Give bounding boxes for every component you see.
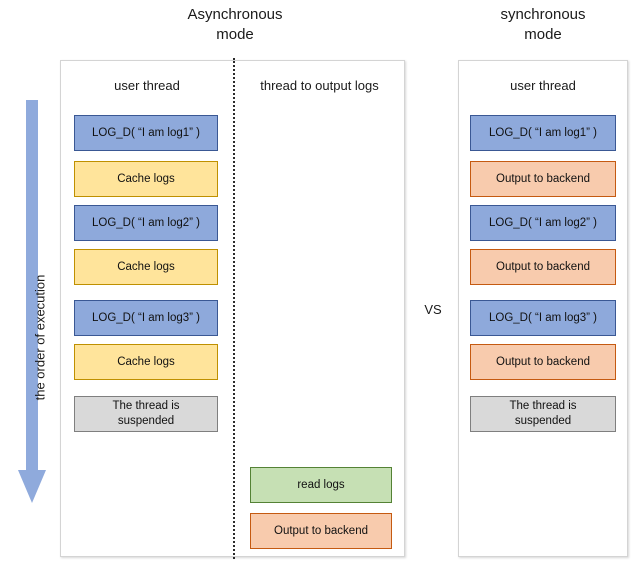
async-step-read-logs[interactable]: read logs (250, 467, 392, 503)
order-of-execution-arrow-group: the order of execution (17, 100, 48, 505)
down-arrow-icon (18, 100, 46, 503)
sync-step-log3[interactable]: LOG_D( “I am log3” ) (470, 300, 616, 336)
async-step-log1[interactable]: LOG_D( “I am log1” ) (74, 115, 218, 151)
async-user-thread-header: user thread (114, 78, 180, 93)
sync-step-log2[interactable]: LOG_D( “I am log2” ) (470, 205, 616, 241)
thread-divider-dotted-line (233, 58, 235, 559)
async-step-cache-logs-1[interactable]: Cache logs (74, 161, 218, 197)
sync-step-output-to-backend-3[interactable]: Output to backend (470, 344, 616, 380)
vs-label: VS (424, 302, 442, 317)
async-step-cache-logs-2[interactable]: Cache logs (74, 249, 218, 285)
async-step-output-to-backend[interactable]: Output to backend (250, 513, 392, 549)
sync-step-thread-suspended[interactable]: The thread is suspended (470, 396, 616, 432)
sync-mode-title: synchronous mode (500, 6, 586, 43)
async-output-logs-thread-header: thread to output logs (260, 78, 379, 93)
async-step-thread-suspended[interactable]: The thread is suspended (74, 396, 218, 432)
async-step-log3[interactable]: LOG_D( “I am log3” ) (74, 300, 218, 336)
sync-step-output-to-backend-1[interactable]: Output to backend (470, 161, 616, 197)
order-of-execution-label: the order of execution (32, 274, 48, 401)
async-mode-title: Asynchronous mode (187, 6, 283, 43)
sync-step-log1[interactable]: LOG_D( “I am log1” ) (470, 115, 616, 151)
sync-user-thread-header: user thread (510, 78, 576, 93)
async-step-log2[interactable]: LOG_D( “I am log2” ) (74, 205, 218, 241)
async-step-cache-logs-3[interactable]: Cache logs (74, 344, 218, 380)
sync-step-output-to-backend-2[interactable]: Output to backend (470, 249, 616, 285)
